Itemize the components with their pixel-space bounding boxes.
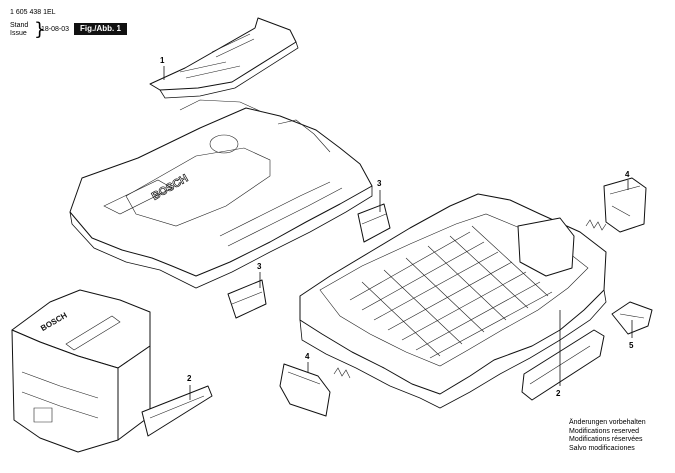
note-en: Modifications reserved [569,427,640,435]
modification-notes: Änderungen vorbehalten Modifications res… [569,419,646,453]
latch-clip-drawing [612,302,652,334]
callout-part-4-lower: 4 [305,352,310,361]
label-holder-lower-drawing [228,280,266,318]
tray-drawing [300,194,606,408]
callout-part-1: 1 [160,56,165,65]
case-drawing: BOSCH [12,290,150,452]
note-fr: Modifications réservées [569,436,643,444]
latch-assembly-lower-drawing [280,364,350,416]
note-de: Änderungen vorbehalten [569,419,646,426]
callout-part-3-lower: 3 [257,262,262,271]
callout-part-3-upper: 3 [377,179,382,188]
document-number: 1 605 438 1EL [10,9,56,16]
label-holder-upper-drawing [358,204,390,242]
lid-handle-drawing [150,18,298,98]
callout-part-2-right: 2 [556,389,561,398]
figure-label: Fig./Abb. 1 [74,23,127,35]
side-label-plate-left-drawing [142,386,212,436]
callout-part-5: 5 [629,341,634,350]
callout-part-2-left: 2 [187,374,192,383]
issue-date: 18-08-03 [41,26,70,33]
issue-label: Issue [10,30,27,37]
stand-label: Stand [10,22,29,29]
note-es: Salvo modificaciones [569,444,635,452]
callout-part-4-upper: 4 [625,170,630,179]
brace-symbol: } [34,19,46,40]
tray-grid [350,226,552,358]
latch-assembly-upper-drawing [586,178,646,232]
lid-drawing: BOSCH [70,100,372,288]
